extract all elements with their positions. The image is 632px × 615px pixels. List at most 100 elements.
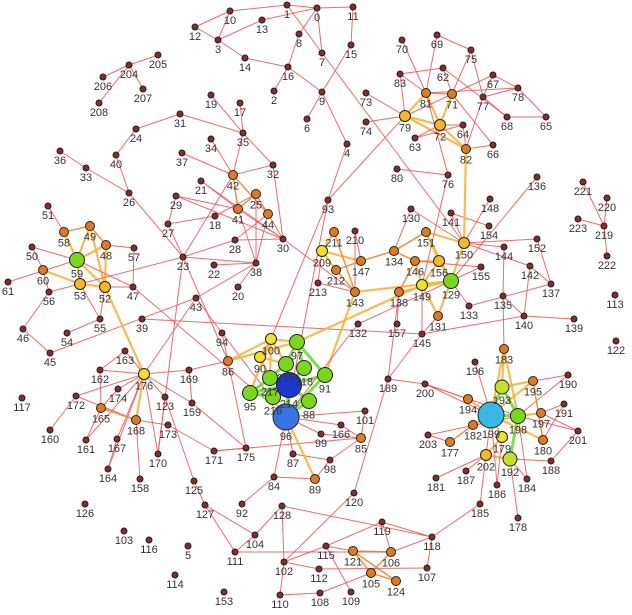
- node-101[interactable]: [361, 407, 369, 415]
- node-184[interactable]: [523, 475, 531, 483]
- node-82[interactable]: [461, 144, 471, 154]
- node-64[interactable]: [459, 121, 467, 129]
- node-69[interactable]: [433, 31, 441, 39]
- node-49[interactable]: [85, 221, 95, 231]
- node-198[interactable]: [510, 408, 526, 424]
- node-164[interactable]: [104, 465, 112, 473]
- node-160[interactable]: [46, 426, 54, 434]
- node-119[interactable]: [378, 518, 386, 526]
- node-156[interactable]: [433, 255, 445, 267]
- node-118[interactable]: [428, 533, 436, 541]
- node-94[interactable]: [218, 329, 226, 337]
- node-115[interactable]: [322, 542, 330, 550]
- node-138[interactable]: [394, 287, 404, 297]
- node-130[interactable]: [407, 205, 415, 213]
- node-221[interactable]: [579, 178, 587, 186]
- node-15[interactable]: [347, 41, 355, 49]
- node-213[interactable]: [314, 279, 322, 287]
- node-10[interactable]: [226, 7, 234, 15]
- node-133[interactable]: [465, 302, 473, 310]
- node-191[interactable]: [560, 400, 568, 408]
- node-32[interactable]: [269, 161, 277, 169]
- node-97[interactable]: [289, 334, 305, 350]
- node-59[interactable]: [69, 252, 85, 268]
- node-131[interactable]: [433, 311, 443, 321]
- node-62[interactable]: [439, 64, 447, 72]
- node-145[interactable]: [418, 330, 426, 338]
- node-200[interactable]: [421, 380, 429, 388]
- node-34[interactable]: [207, 135, 215, 143]
- node-214[interactable]: [276, 372, 302, 398]
- node-39[interactable]: [138, 315, 146, 323]
- node-135[interactable]: [499, 292, 507, 300]
- node-192[interactable]: [502, 451, 518, 467]
- node-193[interactable]: [494, 379, 510, 395]
- node-8[interactable]: [295, 30, 303, 38]
- node-71[interactable]: [447, 89, 457, 99]
- node-105[interactable]: [366, 568, 376, 578]
- node-3[interactable]: [214, 36, 222, 44]
- node-218[interactable]: [296, 360, 312, 376]
- node-136[interactable]: [533, 173, 541, 181]
- node-187[interactable]: [462, 467, 470, 475]
- node-111[interactable]: [231, 548, 239, 556]
- node-107[interactable]: [423, 564, 431, 572]
- node-121[interactable]: [348, 546, 358, 556]
- node-146[interactable]: [410, 256, 420, 266]
- node-56[interactable]: [45, 288, 53, 296]
- node-33[interactable]: [82, 164, 90, 172]
- node-150[interactable]: [458, 237, 470, 249]
- node-88[interactable]: [301, 393, 317, 409]
- node-0[interactable]: [313, 4, 321, 12]
- node-209[interactable]: [316, 245, 328, 257]
- node-223[interactable]: [574, 215, 582, 223]
- node-129[interactable]: [443, 273, 459, 289]
- node-51[interactable]: [44, 202, 52, 210]
- node-165[interactable]: [96, 403, 106, 413]
- node-116[interactable]: [145, 536, 153, 544]
- node-86[interactable]: [223, 356, 233, 366]
- node-48[interactable]: [101, 240, 111, 250]
- node-92[interactable]: [238, 500, 246, 508]
- node-54[interactable]: [63, 329, 71, 337]
- node-167[interactable]: [113, 435, 121, 443]
- node-132[interactable]: [354, 320, 362, 328]
- node-98[interactable]: [326, 456, 334, 464]
- node-66[interactable]: [489, 141, 497, 149]
- node-27[interactable]: [164, 220, 172, 228]
- node-11[interactable]: [349, 3, 357, 11]
- node-46[interactable]: [19, 325, 27, 333]
- node-30[interactable]: [279, 235, 287, 243]
- node-186[interactable]: [493, 481, 501, 489]
- node-204[interactable]: [125, 61, 133, 69]
- node-201[interactable]: [574, 427, 582, 435]
- node-139[interactable]: [570, 315, 578, 323]
- node-50[interactable]: [28, 243, 36, 251]
- node-74[interactable]: [362, 118, 370, 126]
- node-175[interactable]: [242, 444, 250, 452]
- node-99[interactable]: [317, 430, 325, 438]
- node-80[interactable]: [393, 165, 401, 173]
- node-6[interactable]: [303, 115, 311, 123]
- node-137[interactable]: [547, 280, 555, 288]
- node-78[interactable]: [514, 84, 522, 92]
- node-210[interactable]: [351, 227, 359, 235]
- node-194[interactable]: [463, 394, 473, 404]
- node-122[interactable]: [612, 337, 620, 345]
- node-182[interactable]: [468, 420, 478, 430]
- node-12[interactable]: [191, 23, 199, 31]
- node-181[interactable]: [432, 474, 440, 482]
- node-163[interactable]: [121, 347, 129, 355]
- node-81[interactable]: [421, 88, 431, 98]
- node-84[interactable]: [270, 473, 278, 481]
- node-91[interactable]: [317, 367, 333, 383]
- node-63[interactable]: [411, 134, 419, 142]
- node-143[interactable]: [350, 287, 360, 297]
- node-77[interactable]: [479, 93, 487, 101]
- node-36[interactable]: [56, 147, 64, 155]
- node-89[interactable]: [310, 474, 320, 484]
- node-60[interactable]: [38, 265, 48, 275]
- node-127[interactable]: [201, 501, 209, 509]
- node-7[interactable]: [318, 49, 326, 57]
- node-104[interactable]: [251, 531, 259, 539]
